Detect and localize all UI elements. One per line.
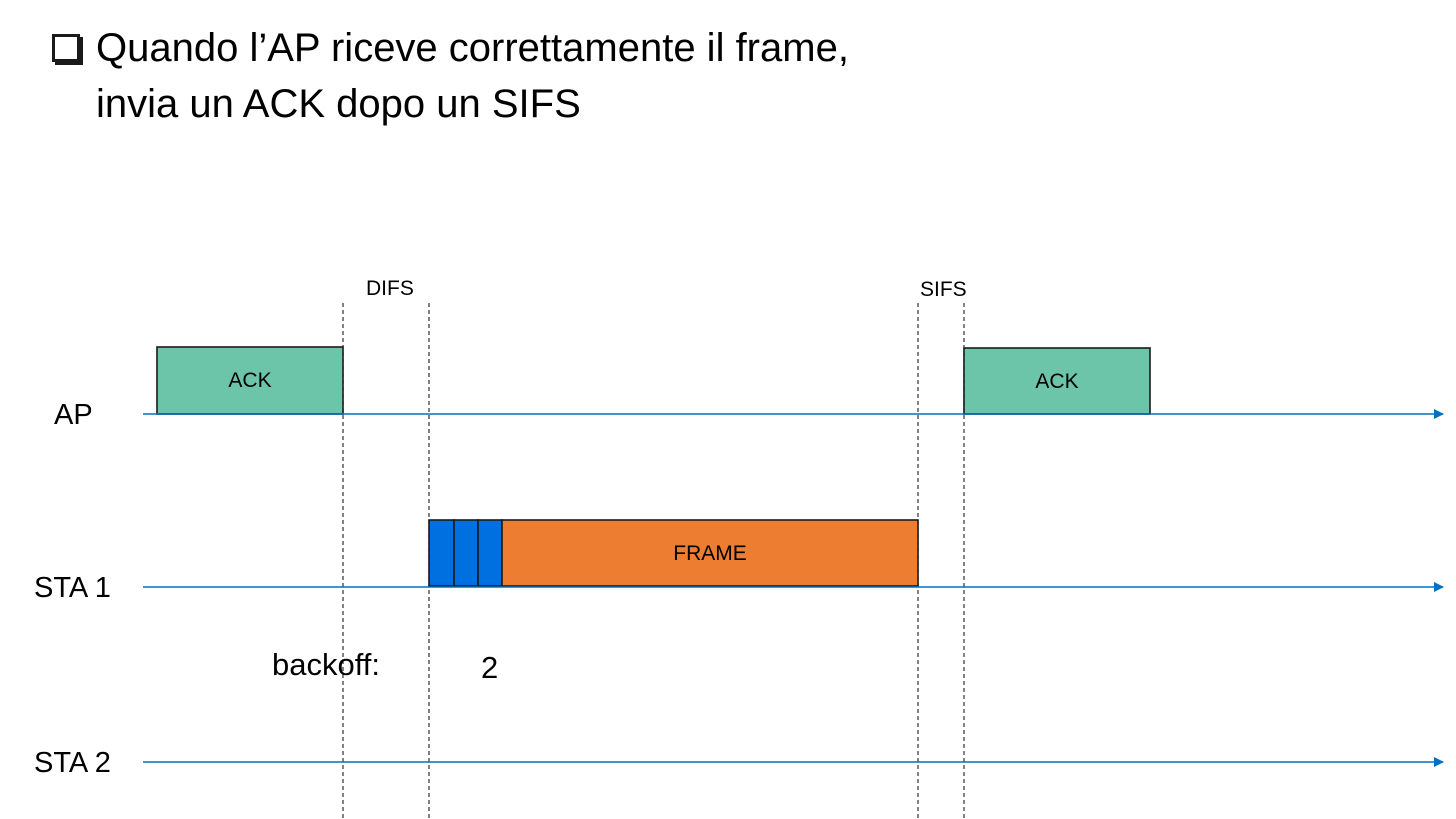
title-bullet: Quando l’AP riceve correttamente il fram… (52, 22, 1152, 132)
backoff-label: backoff: (272, 647, 381, 682)
ap-ack-label-left: ACK (228, 369, 272, 392)
lane-label-sta1: STA 1 (34, 572, 111, 604)
sta1-frame-box (501, 519, 919, 587)
checkbox-bullet-icon (52, 34, 80, 62)
difs-label: DIFS (366, 277, 414, 300)
backoff-slot (428, 519, 455, 587)
title-line-2: invia un ACK dopo un SIFS (96, 82, 581, 126)
ap-ack-box-left (156, 346, 344, 415)
sifs-label: SIFS (920, 278, 967, 301)
sta1-frame-label: FRAME (673, 542, 747, 565)
lane-label-sta2: STA 2 (34, 747, 111, 779)
backoff-value: 2 (481, 650, 499, 685)
backoff-slot (477, 519, 503, 587)
lane-label-ap: AP (54, 399, 93, 431)
backoff-slot (453, 519, 479, 587)
title-line-1: Quando l’AP riceve correttamente il fram… (96, 26, 849, 70)
ap-ack-label-right: ACK (1035, 370, 1079, 393)
